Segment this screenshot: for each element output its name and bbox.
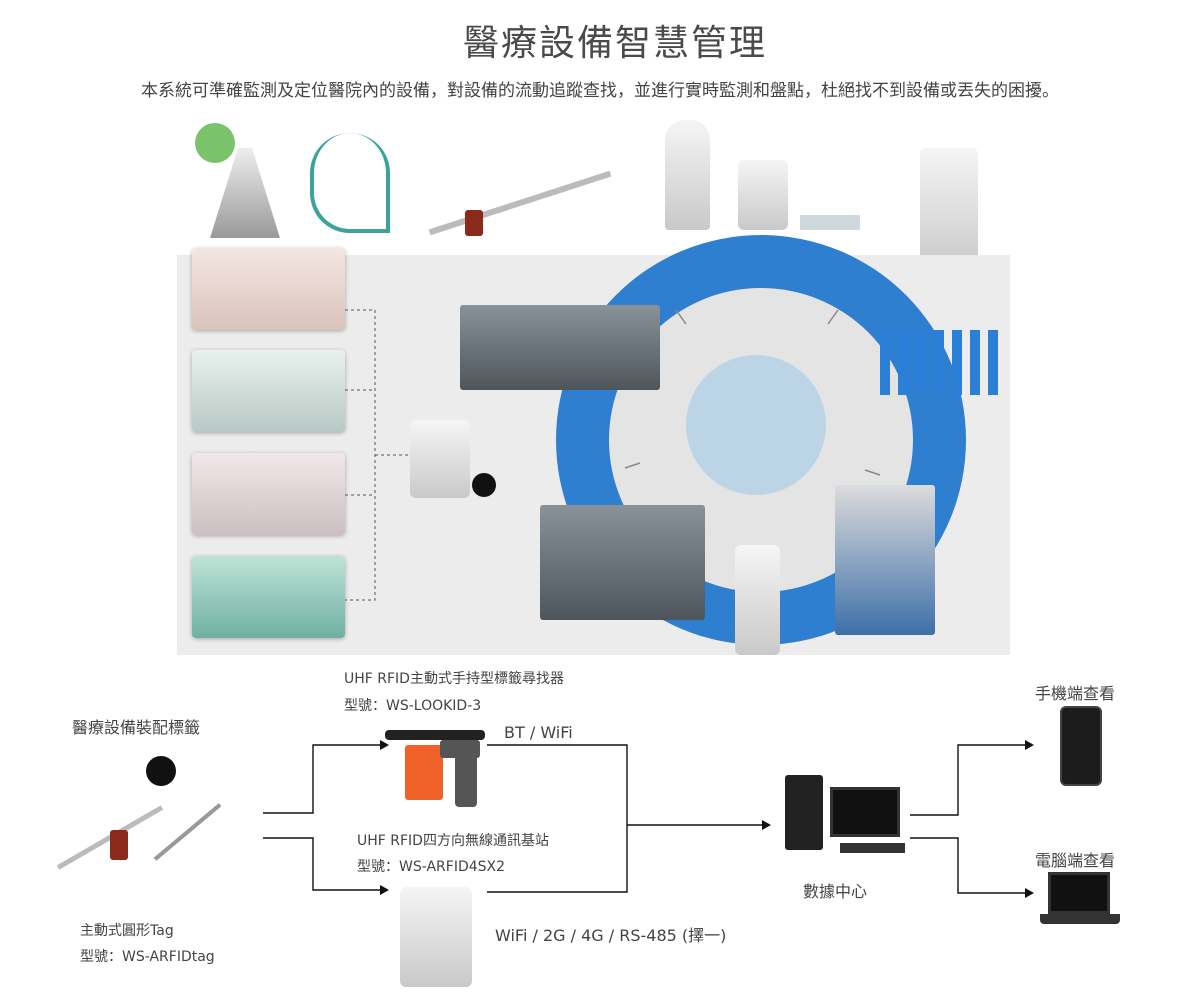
gas-cylinders (880, 330, 1005, 395)
tag-name: 主動式圓形Tag (80, 923, 174, 939)
base-station-image (400, 887, 472, 987)
page-subtitle: 本系統可準確監測及定位醫院內的設備，對設備的流動追蹤查找，並進行實時監測和盤點，… (141, 81, 1059, 101)
handheld-model: 型號：WS-LOOKID-3 (344, 698, 482, 714)
laptop-base (1040, 914, 1120, 924)
hospital-building-icon (686, 355, 826, 495)
oxygen-tanks-illustration (660, 120, 860, 240)
handheld-name: UHF RFID主動式手持型標籤尋找器 (344, 671, 564, 687)
datacenter-computer-image (785, 775, 910, 860)
tag-model: 型號：WS-ARFIDtag (80, 949, 215, 965)
medical-tools-image (50, 790, 230, 880)
ultrasound-machine-illustration (920, 148, 978, 270)
compressor-equipment (460, 305, 660, 390)
room-photo-operating (192, 556, 345, 638)
base-station-name: UHF RFID四方向無線通訊基站 (357, 833, 549, 849)
syringe-tools-illustration (425, 170, 615, 240)
tag-section-title: 醫療設備裝配標籤 (72, 718, 201, 737)
room-photo-icu (192, 350, 345, 432)
mobile-phone-icon (1060, 706, 1102, 786)
laptop-icon (1048, 872, 1110, 914)
datacenter-label: 數據中心 (803, 882, 868, 901)
gas-generator-equipment (540, 505, 705, 620)
round-tag-icon (146, 756, 176, 786)
base-station-link-label: WiFi / 2G / 4G / RS-485 (擇一) (495, 926, 727, 945)
page-title: 醫療設備智慧管理 (462, 23, 767, 64)
xray-machine (735, 545, 780, 655)
base-station-model: 型號：WS-ARFID4SX2 (357, 859, 506, 875)
medical-tools-illustration (190, 118, 400, 240)
mobile-view-label: 手機端查看 (1035, 684, 1116, 703)
pc-view-label: 電腦端查看 (1035, 851, 1116, 870)
handheld-reader-image (385, 725, 485, 810)
room-photo-ward-2 (192, 453, 345, 535)
base-station-icon (410, 420, 470, 498)
handheld-link-label: BT / WiFi (504, 723, 573, 742)
boiler-equipment (835, 485, 935, 635)
room-photo-ward (192, 248, 345, 330)
round-tag-icon (472, 473, 496, 497)
